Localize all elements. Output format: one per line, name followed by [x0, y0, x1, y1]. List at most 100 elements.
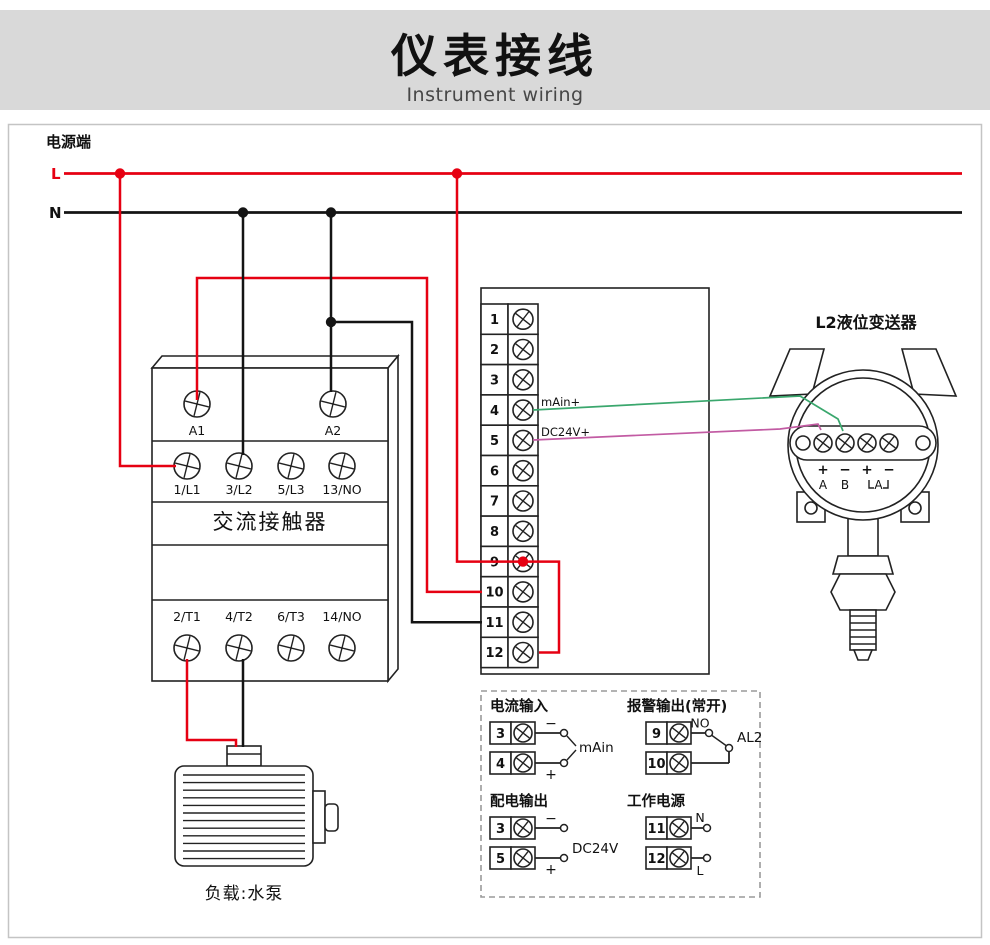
wire-a1-to-terminal10 — [195, 276, 482, 594]
jumper-terminal9-to-12 — [523, 560, 561, 654]
junction-dots — [114, 168, 529, 567]
legend-wires — [691, 732, 730, 764]
ac-contactor: A1 A2 1/L1 3/L2 5/L3 13/NO 交流接触器 2/T1 4/… — [150, 353, 400, 684]
mount-hole-icon — [795, 435, 811, 451]
contactor-top-face — [150, 355, 400, 369]
signal-name: DC24V — [572, 841, 619, 857]
input-terminal-label: 3/L2 — [225, 482, 252, 497]
contactor-dividers — [152, 440, 388, 601]
wire-live-to-1l1 — [118, 173, 176, 468]
bolt-hole-icon — [908, 501, 922, 515]
bracket-a-label: A — [874, 478, 883, 492]
sign-plus: + — [545, 767, 557, 783]
terminal-row-12: 12 — [480, 636, 539, 669]
wire-a-label: A — [819, 478, 828, 492]
legend-wires — [535, 732, 560, 764]
terminal5-signal-label: DC24V+ — [541, 425, 590, 439]
terminal-row-5: 5 — [480, 424, 539, 457]
contact-point-icon — [704, 728, 714, 738]
legend-work-power: 工作电源 11 12 N L — [627, 792, 712, 878]
wire-2t1-to-motor — [185, 659, 238, 747]
legend-title: 工作电源 — [627, 792, 685, 810]
legend-wires — [691, 827, 703, 859]
output-terminal-label: 6/T3 — [277, 609, 305, 624]
transmitter-top-ear-right — [900, 348, 958, 397]
contactor-right-face — [387, 353, 399, 684]
terminal-row-4: 4 — [480, 394, 539, 426]
polarity-label: + — [817, 462, 828, 478]
leader-lines — [566, 735, 577, 761]
coil-terminal-label: A2 — [325, 423, 342, 438]
wire-b-label: B — [841, 478, 849, 492]
alarm-name: AL2 — [737, 730, 762, 746]
sign-minus: − — [545, 811, 557, 827]
page-title: 仪表接线 — [390, 29, 599, 83]
open-terminal-icon — [702, 853, 712, 863]
live-label: L — [697, 863, 704, 878]
no-contact-label: NO — [690, 716, 709, 731]
legend-wires — [535, 827, 560, 859]
stem-tip — [852, 649, 874, 661]
terminal-row-1: 1 — [480, 303, 539, 336]
motor-fins — [183, 774, 305, 860]
svg-text:2: 2 — [490, 343, 499, 358]
legend-title: 配电输出 — [490, 792, 548, 810]
svg-text:12: 12 — [485, 646, 503, 661]
terminal-row-2: 2 — [480, 333, 539, 366]
junction-dot — [517, 556, 529, 567]
open-terminal-icon — [559, 728, 569, 738]
open-terminal-icon — [559, 853, 569, 863]
open-terminal-icon — [702, 823, 712, 833]
sign-minus: − — [545, 716, 557, 732]
header-band — [0, 10, 990, 110]
svg-text:4: 4 — [490, 404, 499, 419]
input-terminal-label: 5/L3 — [277, 482, 304, 497]
transmitter-top-ear-left — [768, 348, 826, 397]
bracket-marks — [868, 480, 889, 489]
output-terminal-label: 2/T1 — [173, 609, 201, 624]
controller-terminal-block: 1 2 3 4 5 6 7 8 9 10 11 12 mAin+ DC24V+ — [480, 287, 710, 675]
transmitter-neck — [847, 517, 879, 557]
svg-text:3: 3 — [496, 822, 505, 837]
signal-wire-main-to-b — [532, 395, 844, 432]
mount-hole-icon — [915, 435, 931, 451]
polarity-label: + — [861, 462, 872, 478]
coil-terminal-label: A1 — [189, 423, 206, 438]
sign-plus: + — [545, 862, 557, 878]
output-terminal-label: 4/T2 — [225, 609, 253, 624]
svg-text:9: 9 — [652, 727, 661, 742]
signal-name: mAin — [579, 740, 614, 756]
contact-point-icon — [724, 743, 734, 753]
junction-dot — [325, 316, 337, 328]
signal-wire-dc24v-to-a — [532, 423, 822, 441]
svg-text:7: 7 — [490, 495, 499, 510]
junction-dot — [325, 207, 337, 218]
open-terminal-icon — [559, 823, 569, 833]
terminal-row-7: 7 — [480, 484, 539, 517]
polarity-label: − — [883, 462, 894, 478]
terminal-row-3: 3 — [480, 363, 539, 396]
junction-dot — [451, 168, 463, 179]
io-legend: 电流输入 3 4 − + mAin 报警输出(常开) 9 10 NO AL2 — [480, 690, 762, 898]
diagram-frame — [7, 123, 983, 939]
open-terminal-icon — [559, 758, 569, 768]
terminal-row-8: 8 — [480, 515, 539, 548]
motor-shaft — [324, 803, 339, 832]
input-terminal-label: 1/L1 — [173, 482, 200, 497]
wire-neutral-to-terminal11 — [331, 320, 482, 624]
legend-title: 报警输出(常开) — [627, 697, 727, 715]
svg-text:8: 8 — [490, 525, 499, 540]
svg-text:4: 4 — [496, 757, 505, 772]
level-transmitter: L2液位变送器 + − + − A B A — [768, 313, 958, 661]
terminal-row-6: 6 — [480, 454, 539, 487]
contactor-name: 交流接触器 — [213, 510, 328, 534]
polarity-label: − — [839, 462, 850, 478]
svg-text:5: 5 — [496, 852, 505, 867]
legend-border — [480, 690, 761, 898]
legend-title: 电流输入 — [490, 697, 548, 715]
junction-dot — [237, 207, 249, 218]
contactor-body — [151, 367, 389, 682]
svg-text:3: 3 — [490, 374, 499, 389]
